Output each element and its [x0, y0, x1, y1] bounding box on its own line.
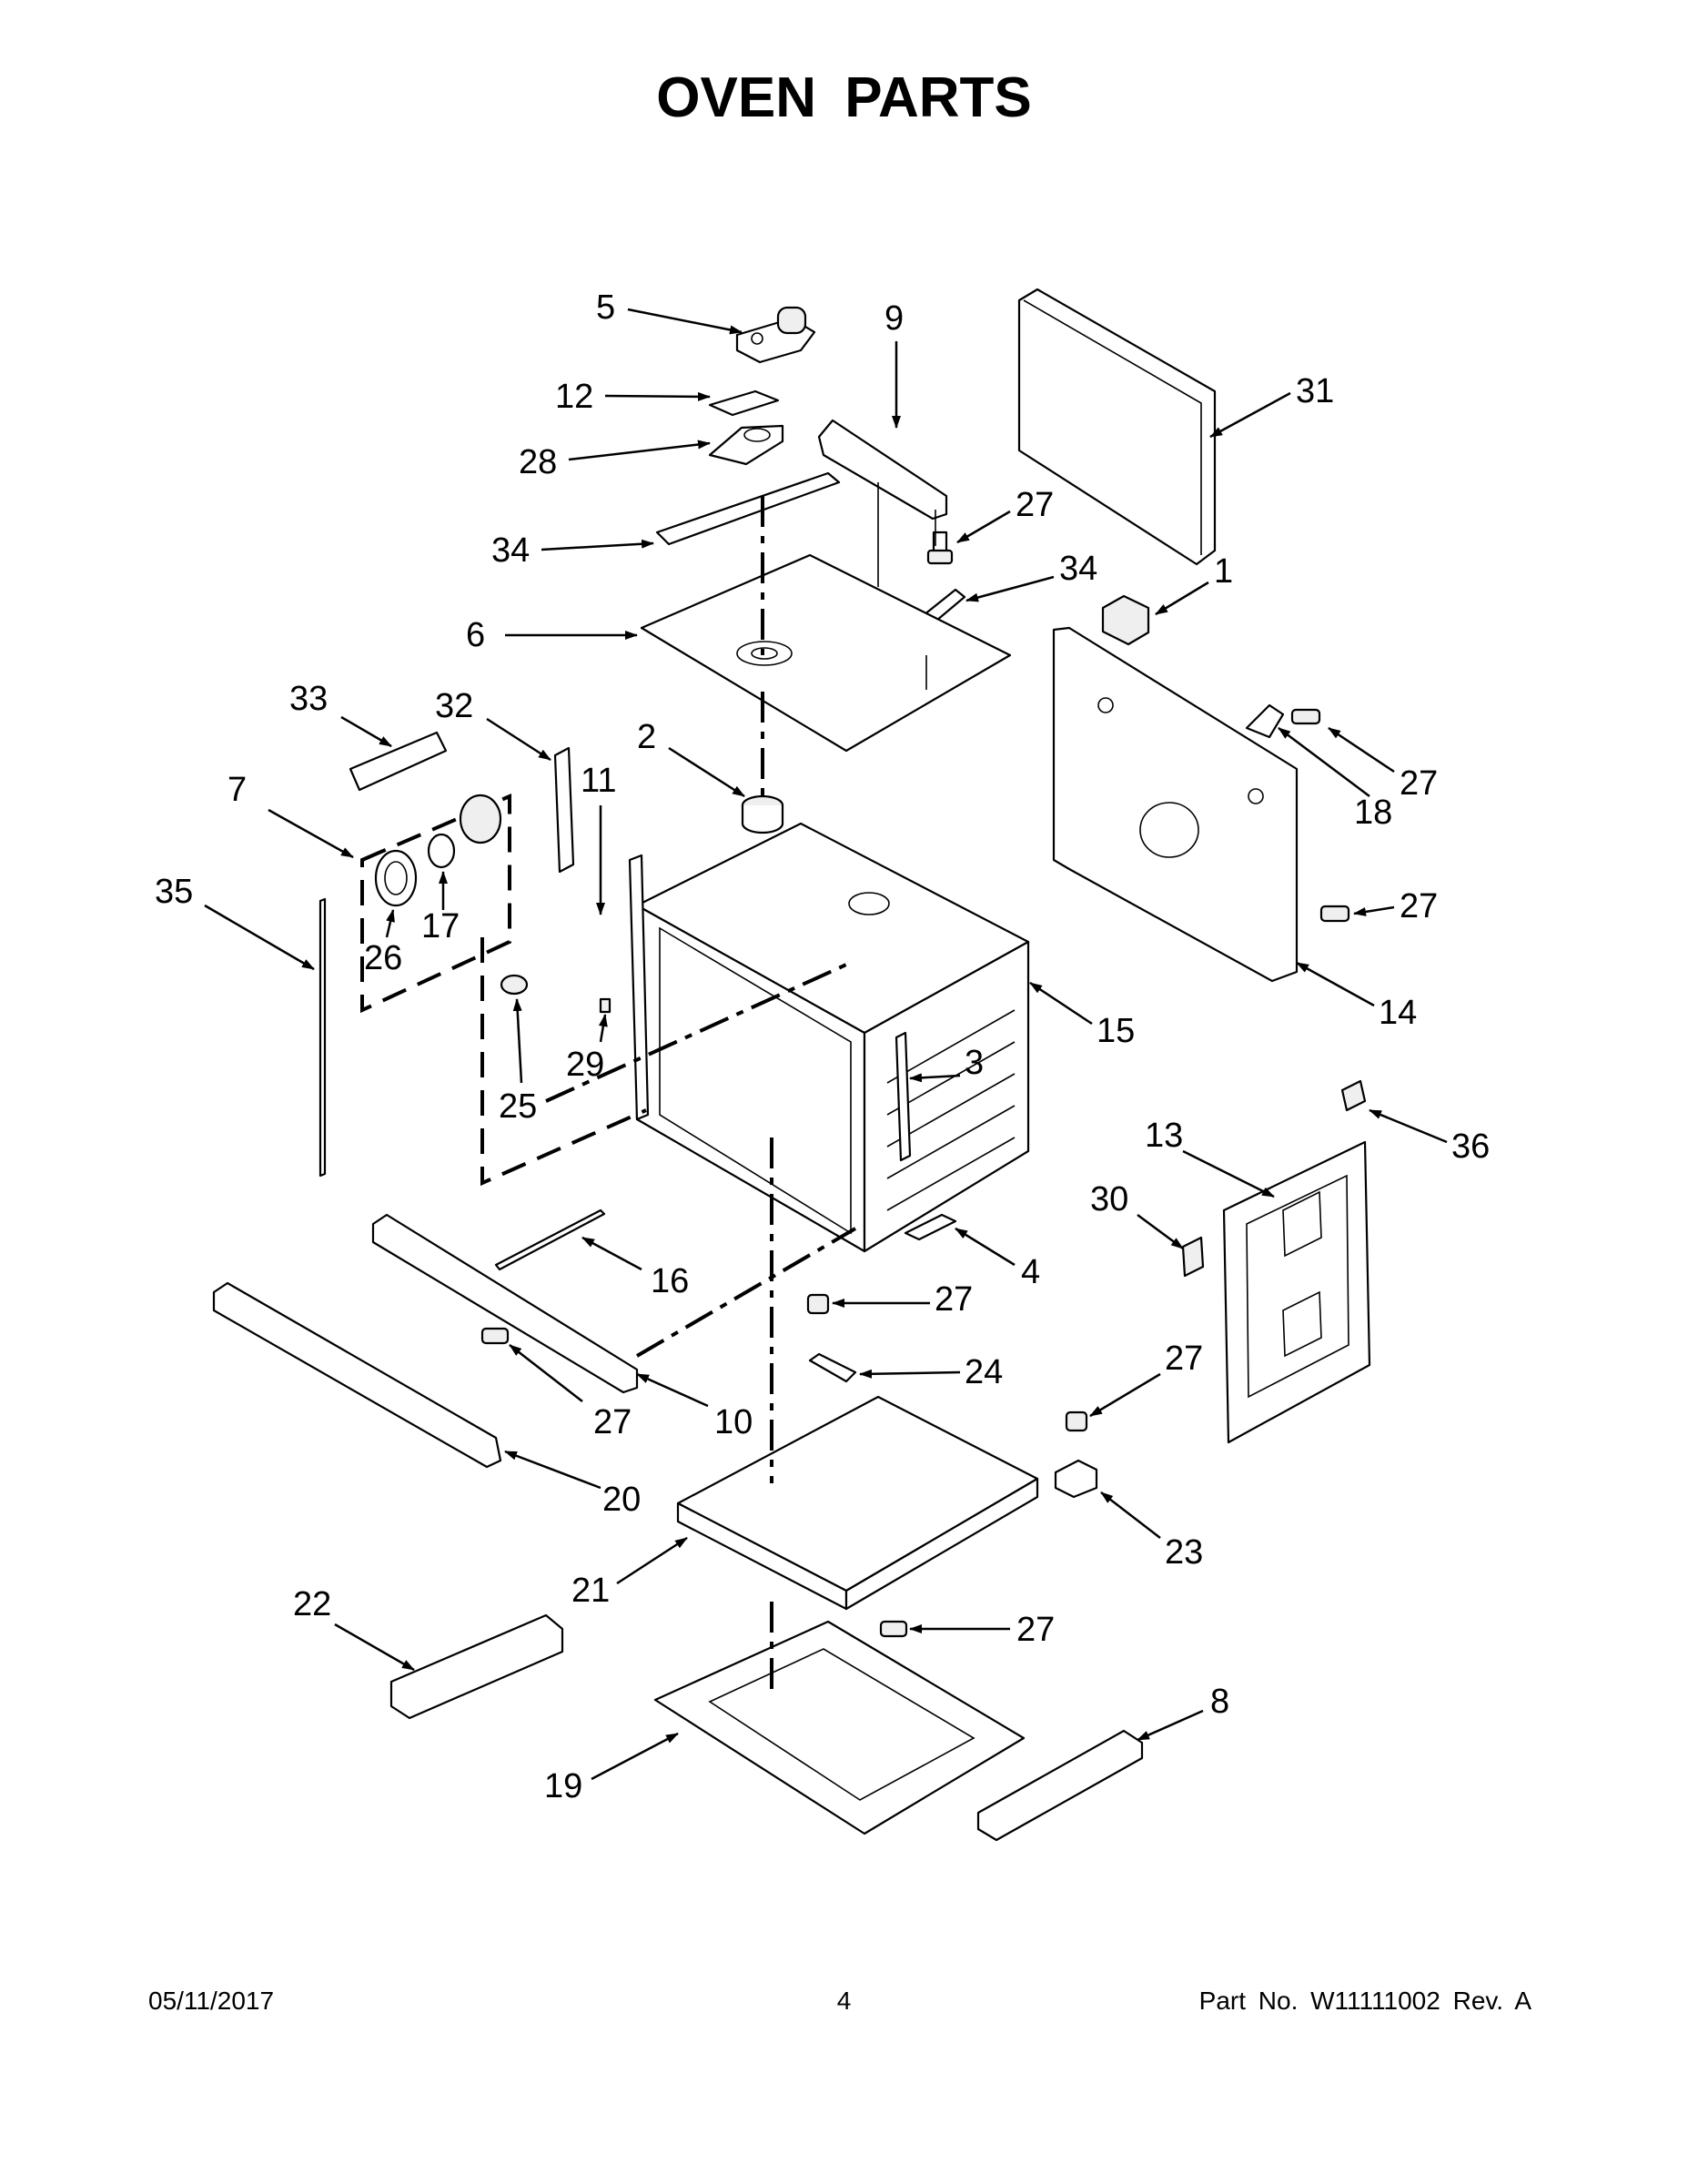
callout-16: 16 [651, 1262, 689, 1300]
callout-24: 24 [965, 1353, 1003, 1391]
part-27-screw-right [1319, 905, 1350, 923]
assembly-line-dashed-left [480, 937, 647, 1187]
callout-34-right: 34 [1059, 550, 1097, 588]
part-35-trim-strip [318, 897, 327, 1178]
callout-27-e: 27 [1165, 1340, 1203, 1378]
callout-19: 19 [544, 1767, 582, 1805]
callout-17: 17 [421, 907, 460, 945]
part-5-motor-assembly [735, 306, 816, 364]
part-27-screw-top [926, 531, 954, 565]
footer-part-number: Part No. W11111002 Rev. A [1198, 1987, 1531, 2015]
part-27-screw-left [480, 1327, 510, 1345]
part-23-bracket [1054, 1459, 1098, 1499]
callout-27-c: 27 [1400, 887, 1438, 925]
callout-6: 6 [466, 616, 485, 654]
callout-36: 36 [1451, 1127, 1490, 1166]
callout-26: 26 [364, 939, 402, 977]
part-3-bracket [895, 1031, 912, 1162]
part-2-fan [741, 794, 784, 834]
callout-30: 30 [1090, 1180, 1128, 1218]
part-27-screw-bottom [879, 1620, 908, 1638]
callout-4: 4 [1021, 1253, 1040, 1291]
part-18-sensor [1245, 703, 1321, 739]
callout-2: 2 [637, 718, 656, 756]
part-14-side-shield [1052, 626, 1299, 983]
part-16-sensor-rod [494, 1208, 606, 1271]
footer-date: 05/11/2017 [148, 1987, 275, 2015]
callout-27-a: 27 [1016, 486, 1054, 524]
assembly-line-right-screws [877, 482, 936, 690]
callout-1: 1 [1214, 552, 1233, 591]
callout-15: 15 [1097, 1012, 1135, 1050]
callout-25: 25 [499, 1087, 537, 1126]
callout-13: 13 [1145, 1117, 1183, 1155]
callout-12: 12 [555, 378, 593, 416]
part-4-bracket [904, 1213, 957, 1241]
callout-27-b: 27 [1400, 764, 1438, 803]
part-8-slide-rail [976, 1729, 1144, 1842]
callout-14: 14 [1379, 994, 1417, 1032]
callout-28: 28 [519, 443, 557, 481]
assembly-line-frame-lower [635, 1227, 857, 1358]
callout-32: 32 [435, 687, 473, 725]
part-31-rear-panel [1017, 288, 1217, 566]
part-20-lower-trim [212, 1281, 502, 1469]
part-27-screw-mid [806, 1293, 830, 1315]
page-title: OVEN PARTS [656, 66, 1032, 129]
part-26-knob [374, 849, 418, 907]
callout-34-left: 34 [491, 531, 530, 570]
callout-35: 35 [155, 873, 193, 911]
callout-7: 7 [227, 771, 247, 809]
callout-20: 20 [602, 1481, 641, 1519]
part-15-oven-cavity [635, 822, 1030, 1253]
part-34-left-trim [655, 471, 841, 546]
part-21-bottom-plate [676, 1395, 1039, 1611]
callout-33: 33 [289, 680, 328, 718]
part-33-bracket [349, 731, 448, 792]
callout-31: 31 [1296, 372, 1334, 410]
part-27-screw-lower-right [1065, 1410, 1088, 1432]
footer-page-number: 4 [836, 1987, 852, 2015]
callout-5: 5 [596, 288, 615, 327]
callout-27-d: 27 [935, 1280, 973, 1319]
part-30-clip [1181, 1236, 1205, 1278]
part-29-screw [599, 997, 612, 1014]
callout-9: 9 [884, 299, 904, 338]
part-11-frame-strip [628, 854, 650, 1121]
part-10-front-trim [371, 1213, 639, 1394]
callout-23: 23 [1165, 1533, 1203, 1572]
callout-22: 22 [293, 1585, 331, 1623]
callout-10: 10 [714, 1403, 753, 1441]
callout-3: 3 [965, 1044, 984, 1082]
part-6-top-plate [640, 553, 1012, 753]
part-36-clip [1340, 1079, 1367, 1112]
part-19-oven-floor [653, 1620, 1026, 1835]
part-7-switch-group-outline [360, 793, 511, 1014]
part-12-plate [708, 389, 780, 417]
part-17-switch [427, 794, 502, 869]
part-32-latch [553, 746, 575, 874]
callout-27-f: 27 [593, 1403, 632, 1441]
callout-27-g: 27 [1016, 1611, 1055, 1649]
part-24-bracket [808, 1352, 857, 1383]
part-25-light-lens [500, 974, 529, 996]
callout-29: 29 [566, 1046, 604, 1084]
part-1-box [1101, 594, 1150, 646]
part-28-mount-bracket [708, 424, 784, 466]
callout-18: 18 [1354, 794, 1392, 832]
part-9-channel [817, 419, 948, 521]
part-13-insulation-panel [1222, 1140, 1371, 1444]
callout-11: 11 [581, 762, 616, 800]
part-22-slide-bracket [389, 1613, 564, 1720]
callouts: 5 9 31 12 28 27 34 34 1 6 33 32 2 11 7 2… [155, 288, 1490, 1805]
callout-21: 21 [571, 1572, 610, 1610]
callout-8: 8 [1210, 1683, 1229, 1721]
